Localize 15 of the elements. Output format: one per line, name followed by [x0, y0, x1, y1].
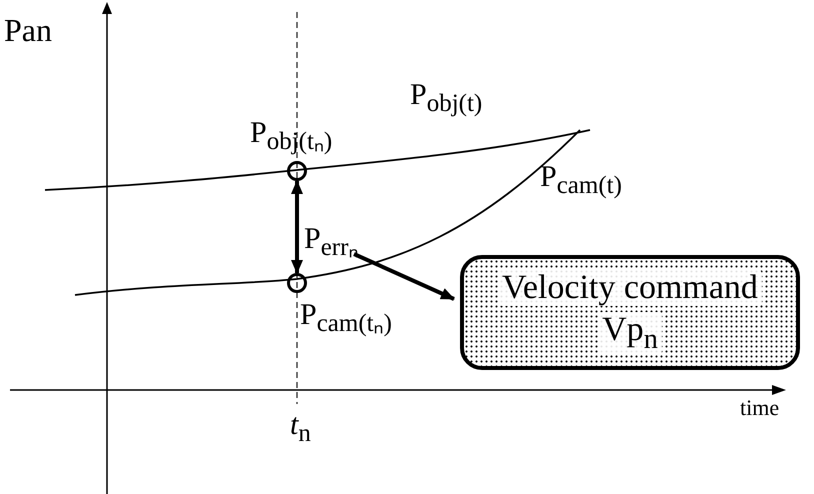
error-label: P$_{errₙ}$ [304, 224, 358, 260]
curve-label: P$_{cam(t)}$ [540, 162, 622, 198]
axis-label: t$_{n}$ [290, 410, 311, 446]
curve-label: P$_{cam(tₙ)}$ [300, 300, 392, 336]
curve-label: P$_{obj(tₙ)}$ [250, 118, 332, 154]
axis-label: Pan [4, 14, 52, 46]
arrow [353, 252, 455, 301]
axis-label: time [740, 397, 780, 419]
box-title: Velocity command [498, 270, 762, 306]
point-circle [287, 273, 307, 293]
box-symbol: Vp$_{n}$ [598, 312, 662, 355]
point-circle [287, 161, 307, 181]
curve-label: P$_{obj(t)}$ [410, 80, 482, 116]
command-box [460, 255, 800, 370]
arrow [291, 180, 303, 274]
